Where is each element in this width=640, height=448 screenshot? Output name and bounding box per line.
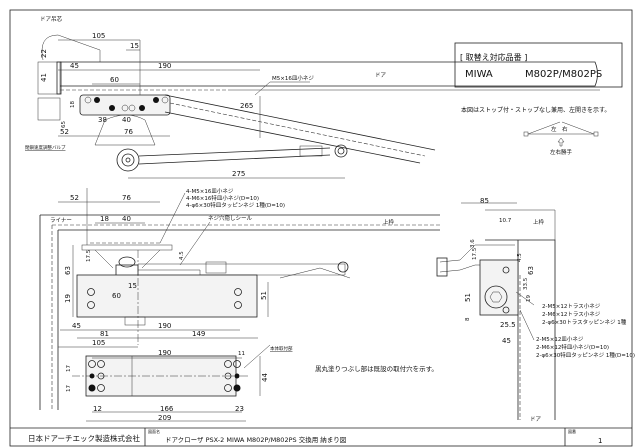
mount-label: 本体取付部 xyxy=(270,345,293,352)
drawing-title: ドアクローザ PSX-2 MIWA M802P/M802PS 交換用 納まり図 xyxy=(165,435,346,444)
dim-38: 38 xyxy=(98,116,107,124)
sheet-border xyxy=(9,9,633,447)
screw-label: M5×16皿小ネジ xyxy=(272,74,314,82)
dim-76: 76 xyxy=(124,128,133,136)
dim-105: 105 xyxy=(92,32,105,40)
side-screw-a-2: 2-M6×12トラス小ネジ xyxy=(542,310,601,318)
side-screw-b-3: 2-φ6×30特皿タッピンネジ 1種(D=10) xyxy=(536,351,635,359)
hand-label: 左右勝手 xyxy=(550,148,573,156)
company-name: 日本ドアーチエック製造株式会社 xyxy=(28,433,141,443)
existing-holes-note: 黒丸塗りつぶし部は既設の取付穴を示す。 xyxy=(315,364,438,373)
dim-11: 11 xyxy=(238,351,245,357)
dim-209: 209 xyxy=(158,414,171,422)
drawing-no-label: 図番 xyxy=(568,428,576,434)
dim-40: 40 xyxy=(122,116,131,124)
side-frame-label: 上枠 xyxy=(533,218,545,226)
dim-190: 190 xyxy=(158,322,171,330)
seal-label: ネジ穴隠しシール xyxy=(208,214,253,222)
dim-17b: 17 xyxy=(66,385,72,392)
door-label: ドア xyxy=(375,72,387,79)
side-screw-a-1: 2-M5×12トラス小ネジ xyxy=(542,302,601,310)
liner-label: ライナー xyxy=(50,217,72,224)
door-pivot-label: ドア吊芯 xyxy=(40,15,63,23)
bottom-view: 本体取付部 190 11 44 17 17 12 166 23 209 xyxy=(66,344,293,422)
dim-41: 41 xyxy=(40,73,48,82)
dim-44: 44 xyxy=(261,373,269,382)
dim-45: 45 xyxy=(70,62,79,70)
dim-22: 22 xyxy=(40,49,48,58)
dim-23: 23 xyxy=(235,405,244,413)
dim-15: 15 xyxy=(128,282,137,290)
dim-33-5: 33.5 xyxy=(523,277,529,290)
dim-18: 18 xyxy=(70,101,76,108)
front-view: 4-M5×16皿小ネジ 4-M6×16特皿小ネジ(D=10) 4-φ6×30特皿… xyxy=(39,187,440,410)
side-door-label: ドア xyxy=(530,416,542,423)
side-view: 85 10.7 上枠 3.6 17.5 4.5 63 33.5 51 19 8 … xyxy=(436,197,635,423)
valve-label: 閉鎖速度調整バルブ xyxy=(25,144,66,151)
applicability-note: 本図はストップ付・ストップなし兼用、左開きを示す。 xyxy=(461,106,610,114)
dim-3-6: 3.6 xyxy=(470,239,476,248)
dim-190: 190 xyxy=(158,62,171,70)
dim-52: 52 xyxy=(70,194,79,202)
dim-63: 63 xyxy=(64,266,72,275)
dim-17-5: 17.5 xyxy=(86,249,92,262)
screw-spec-2: 4-M6×16特皿小ネジ(D=10) xyxy=(186,194,259,202)
spec-maker: MIWA xyxy=(465,69,493,80)
frame-label: 上枠 xyxy=(383,218,395,226)
side-screw-a-3: 2-φ6×30トラスタッピンネジ 1種 xyxy=(542,318,627,326)
drawing-name-label: 図面名 xyxy=(148,428,160,434)
dim-40: 40 xyxy=(122,215,131,223)
hand-symbol: 左 右 左右勝手 xyxy=(523,121,599,156)
dim-10-7: 10.7 xyxy=(499,218,512,224)
dim-275: 275 xyxy=(232,170,245,178)
dim-12: 12 xyxy=(93,405,102,413)
hand-left: 左 xyxy=(551,125,557,133)
screw-spec-3: 4-φ6×30特皿タッピンネジ 1種(D=10) xyxy=(186,201,285,209)
dim-65: 65 xyxy=(61,121,67,128)
dim-149: 149 xyxy=(192,330,205,338)
dim-63: 63 xyxy=(527,266,535,275)
side-screw-b-2: 2-M6×12特皿小ネジ(D=10) xyxy=(536,343,609,351)
dim-51: 51 xyxy=(260,291,268,300)
dim-265: 265 xyxy=(240,102,253,110)
dim-52: 52 xyxy=(60,128,69,136)
spec-heading: [ 取替え対応品番 ] xyxy=(460,52,527,62)
dim-25-5: 25.5 xyxy=(500,321,516,329)
dim-8: 8 xyxy=(465,317,471,321)
dim-19: 19 xyxy=(64,294,72,303)
spec-model: M802P/M802PS xyxy=(525,69,602,80)
dim-60: 60 xyxy=(112,292,121,300)
dim-19: 19 xyxy=(526,295,532,302)
dim-76: 76 xyxy=(122,194,131,202)
drawing-number: 1 xyxy=(598,437,602,445)
dim-18: 18 xyxy=(100,215,109,223)
spec-box xyxy=(454,42,623,88)
side-screw-b-1: 2-M5×12皿小ネジ xyxy=(536,335,584,343)
dim-45: 45 xyxy=(72,322,81,330)
dim-15: 15 xyxy=(130,42,139,50)
dim-4-5: 4.5 xyxy=(517,253,523,262)
dim-105: 105 xyxy=(92,339,105,347)
dim-17a: 17 xyxy=(66,365,72,372)
dim-81: 81 xyxy=(100,330,109,338)
hand-right: 右 xyxy=(562,125,568,133)
dim-45: 45 xyxy=(502,337,511,345)
dim-4-5: 4.5 xyxy=(179,251,185,260)
dim-85: 85 xyxy=(480,197,489,205)
dim-51: 51 xyxy=(464,293,472,302)
dim-166: 166 xyxy=(160,405,174,413)
dim-190: 190 xyxy=(158,349,171,357)
dim-17-5: 17.5 xyxy=(472,247,478,260)
top-view: ドア吊芯 105 15 45 190 60 41 22 18 38 40 65 … xyxy=(25,15,600,179)
screw-spec-1: 4-M5×16皿小ネジ xyxy=(186,187,234,195)
dim-60: 60 xyxy=(110,76,119,84)
